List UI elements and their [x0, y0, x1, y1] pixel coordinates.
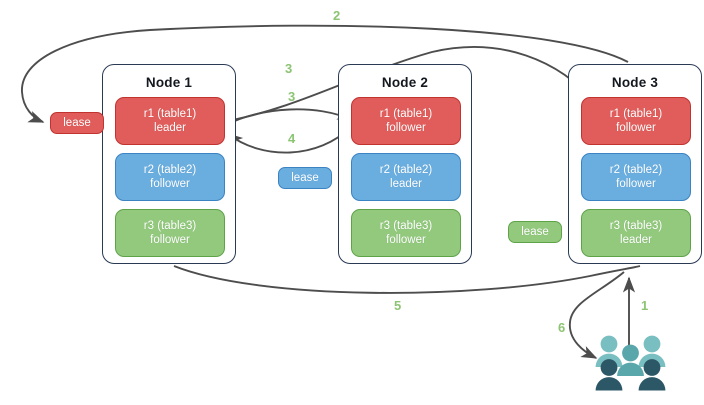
node-container-node2[interactable]: Node 2 r1 (table1) follower r2 (table2) … [338, 64, 472, 264]
replica-role: follower [150, 234, 190, 246]
replica-node2-r1[interactable]: r1 (table1) follower [351, 97, 461, 145]
step-label-1: 1 [641, 298, 649, 313]
replica-role: follower [386, 234, 426, 246]
step-label-5: 5 [394, 298, 402, 313]
replica-name: r1 (table1) [609, 108, 663, 120]
node-container-node3[interactable]: Node 3 r1 (table1) follower r2 (table2) … [568, 64, 702, 264]
replica-node2-r2[interactable]: r2 (table2) leader [351, 153, 461, 201]
node-title: Node 1 [145, 75, 193, 90]
node-title: Node 2 [381, 75, 429, 90]
replica-role: leader [154, 122, 186, 134]
node-title: Node 3 [611, 75, 659, 90]
node-container-node1[interactable]: Node 1 r1 (table1) leader r2 (table2) fo… [102, 64, 236, 264]
step-label-3b: 3 [288, 89, 296, 104]
users-middle-person [617, 344, 644, 376]
replica-role: leader [620, 234, 652, 246]
replica-role: follower [616, 178, 656, 190]
replica-name: r1 (table1) [379, 108, 433, 120]
arrow-step-3-to-node2 [223, 108, 354, 127]
replica-role: follower [150, 178, 190, 190]
replica-node1-r1[interactable]: r1 (table1) leader [115, 97, 225, 145]
replica-name: r3 (table3) [143, 220, 197, 232]
replica-node1-r2[interactable]: r2 (table2) follower [115, 153, 225, 201]
replica-node3-r3[interactable]: r3 (table3) leader [581, 209, 691, 257]
step-label-6: 6 [558, 320, 566, 335]
step-label-3a: 3 [285, 61, 293, 76]
replica-node1-r3[interactable]: r3 (table3) follower [115, 209, 225, 257]
replica-name: r2 (table2) [609, 164, 663, 176]
replica-role: leader [390, 178, 422, 190]
lease-token-blue[interactable]: lease [278, 167, 332, 189]
arrow-step-5 [173, 265, 641, 294]
replica-name: r2 (table2) [379, 164, 433, 176]
replica-role: follower [386, 122, 426, 134]
users-front-row [595, 359, 666, 391]
lease-token-red[interactable]: lease [50, 112, 104, 134]
step-label-4: 4 [288, 131, 296, 146]
replica-name: r3 (table3) [379, 220, 433, 232]
replica-role: follower [616, 122, 656, 134]
step-label-2: 2 [333, 8, 341, 23]
replica-name: r2 (table2) [143, 164, 197, 176]
replica-node3-r1[interactable]: r1 (table1) follower [581, 97, 691, 145]
replica-node2-r3[interactable]: r3 (table3) follower [351, 209, 461, 257]
replica-name: r1 (table1) [143, 108, 197, 120]
users-icon [595, 335, 666, 391]
replica-name: r3 (table3) [609, 220, 663, 232]
lease-token-green[interactable]: lease [508, 221, 562, 243]
replica-node3-r2[interactable]: r2 (table2) follower [581, 153, 691, 201]
